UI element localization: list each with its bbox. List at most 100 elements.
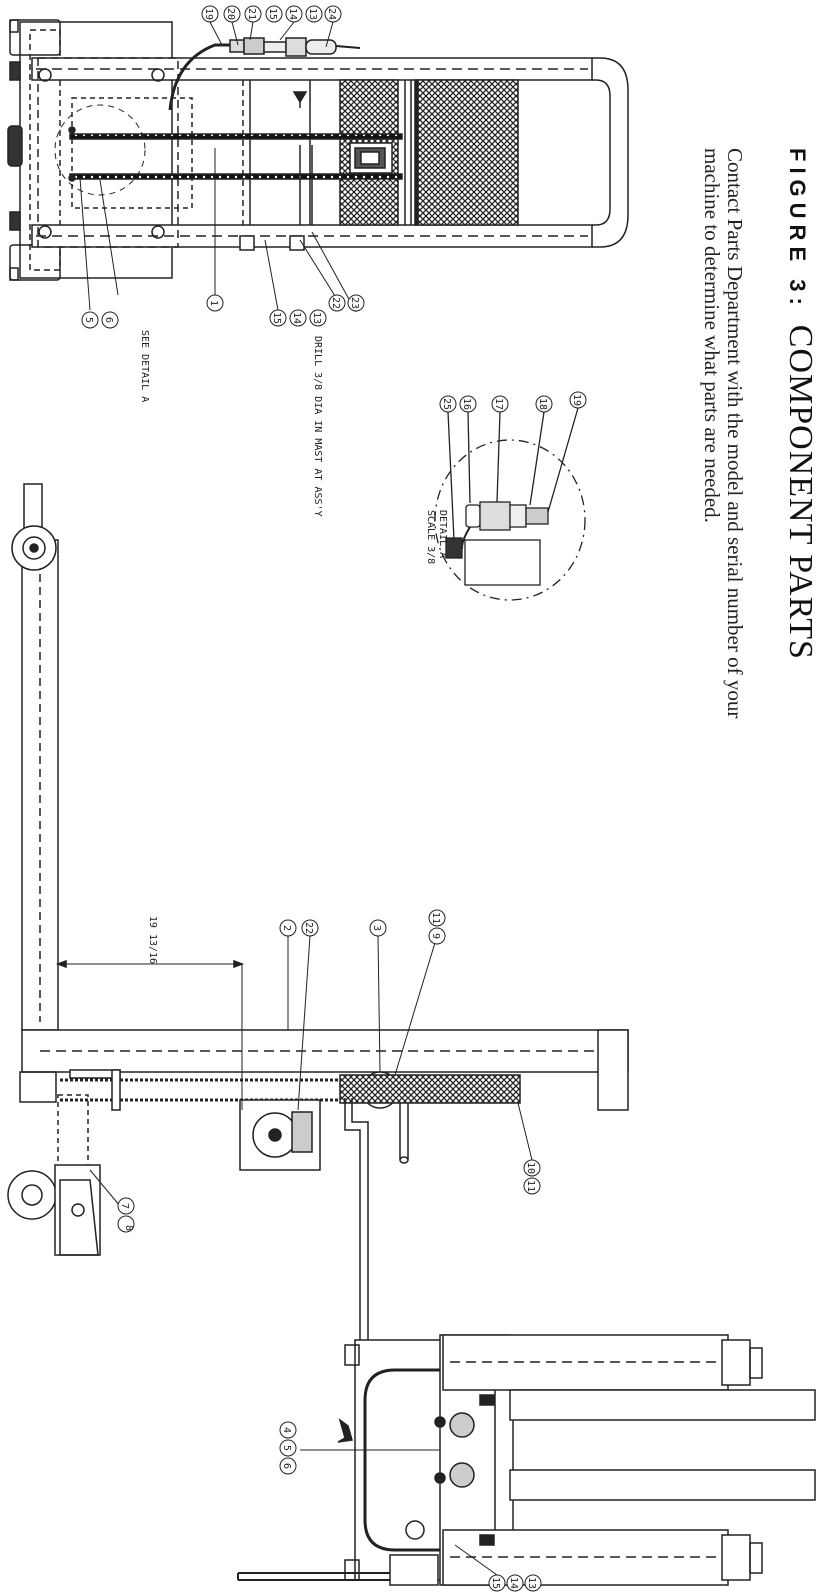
- balloon-label: 21: [246, 8, 257, 20]
- mesh-guard-b: [417, 79, 519, 226]
- balloon-label: 14: [287, 8, 298, 20]
- detail-a-balloons: 19 18 17 16 25: [439, 391, 587, 413]
- balloon-label: 7: [119, 1203, 130, 1209]
- balloon-23-top: 23: [347, 294, 365, 312]
- balloon-3-side: 3: [369, 919, 387, 937]
- balloon-15-end: 15: [488, 1574, 506, 1592]
- detail-a: [434, 407, 586, 601]
- balloon-8-side: 8: [117, 1215, 135, 1233]
- balloon-label: 5: [83, 317, 94, 323]
- balloon-label: 9: [430, 933, 441, 939]
- balloon-label: 13: [307, 8, 318, 20]
- note-drill: DRILL 3/8 DIA IN MAST AT ASS'Y: [312, 336, 323, 517]
- balloon-14-end: 14: [506, 1574, 524, 1592]
- balloon-label: 11: [525, 1180, 536, 1192]
- side-view: [7, 483, 629, 1381]
- balloon-17-detail: 17: [491, 395, 509, 413]
- balloon-label: 2: [281, 925, 292, 931]
- balloon-19-detail: 19: [569, 391, 587, 409]
- balloon-label: 3: [371, 925, 382, 931]
- balloon-6-end: 6: [279, 1457, 297, 1475]
- balloon-label: 14: [508, 1577, 519, 1589]
- balloon-label: 20: [225, 8, 236, 20]
- balloon-label: 24: [326, 8, 337, 20]
- balloon-5-end: 5: [279, 1439, 297, 1457]
- side-wheel-bottom: [7, 1170, 57, 1220]
- balloon-9-side: 9: [428, 927, 446, 945]
- balloon-22-top: 22: [328, 294, 346, 312]
- balloon-6-top: 6: [101, 311, 119, 329]
- side-view-leaders: [89, 935, 533, 1393]
- balloon-label: 14: [291, 312, 302, 324]
- balloon-13-top-b: 13: [309, 309, 327, 327]
- note-see-detail-a: SEE DETAIL A: [139, 330, 150, 402]
- balloon-25-detail: 25: [439, 395, 457, 413]
- balloon-label: 25: [441, 398, 452, 410]
- balloon-label: 10: [525, 1162, 536, 1174]
- balloon-label: 15: [490, 1577, 501, 1589]
- hydraulic-hose: [168, 43, 240, 111]
- balloon-16-detail: 16: [459, 395, 477, 413]
- balloon-label: 1: [208, 300, 219, 306]
- side-fork: [344, 1098, 361, 1380]
- balloon-label: 13: [526, 1577, 537, 1589]
- mast-u-end: [592, 57, 629, 248]
- balloon-label: 11: [430, 912, 441, 924]
- balloon-21-top: 21: [244, 5, 262, 23]
- balloon-14-top-b: 14: [289, 309, 307, 327]
- balloon-label: 6: [103, 317, 114, 323]
- balloon-15-top: 15: [265, 5, 283, 23]
- balloon-label: 22: [303, 922, 314, 934]
- lift-chain-lower: [69, 173, 403, 180]
- top-view-balloons: 19 20 21 15 14 13 24 1 5 6 15 14 13 22 2…: [81, 5, 365, 329]
- end-fork-right: [509, 1469, 816, 1501]
- end-view-balloons: 4 5 6 15 14 13: [279, 1421, 542, 1592]
- side-dimension: 19 13/16: [147, 916, 158, 964]
- end-caster-right: [721, 1534, 751, 1581]
- balloon-5-top: 5: [81, 311, 99, 329]
- balloon-20-top: 20: [223, 5, 241, 23]
- detail-circle: [434, 439, 586, 601]
- balloon-label: 17: [493, 398, 504, 410]
- balloon-14-top: 14: [285, 5, 303, 23]
- balloon-label: 15: [271, 312, 282, 324]
- balloon-label: 4: [281, 1427, 292, 1433]
- balloon-label: 19: [203, 8, 214, 20]
- balloon-11-side: 11: [428, 909, 446, 927]
- balloon-label: 22: [330, 297, 341, 309]
- base-plate-inner: [29, 29, 61, 271]
- balloon-10-side: 10: [523, 1159, 541, 1177]
- end-view-leaders: [300, 1449, 498, 1576]
- handle-grip: [7, 125, 23, 167]
- balloon-13-top: 13: [305, 5, 323, 23]
- balloon-24-top: 24: [324, 5, 342, 23]
- balloon-2-side: 2: [279, 919, 297, 937]
- balloon-label: 16: [461, 398, 472, 410]
- balloon-18-detail: 18: [535, 395, 553, 413]
- balloon-label: 8: [123, 1225, 134, 1231]
- balloon-label: 18: [537, 398, 548, 410]
- end-view: [237, 1334, 816, 1586]
- lift-chain-upper: [69, 133, 403, 140]
- side-view-balloons: 2 22 3 11 9 10 11 12 7 8: [117, 909, 541, 1409]
- detail-a-caption: DETAIL A: [437, 510, 448, 558]
- balloon-15-top-b: 15: [269, 309, 287, 327]
- balloon-label: 23: [349, 297, 360, 309]
- balloon-label: 19: [571, 394, 582, 406]
- balloon-11-side-b: 11: [523, 1177, 541, 1195]
- balloon-label: 5: [281, 1445, 292, 1451]
- balloon-label: 6: [281, 1463, 292, 1469]
- balloon-4-end: 4: [279, 1421, 297, 1439]
- balloon-label: 13: [311, 312, 322, 324]
- end-handle: [363, 1368, 440, 1552]
- end-fork-left: [509, 1389, 816, 1421]
- top-view: [7, 19, 629, 281]
- detail-a-scale: SCALE 3/8: [425, 510, 436, 564]
- balloon-22-side: 22: [301, 919, 319, 937]
- balloon-label: 15: [267, 8, 278, 20]
- end-caster-left: [721, 1339, 751, 1386]
- balloon-1-top: 1: [206, 294, 224, 312]
- top-view-leaders: [79, 21, 357, 313]
